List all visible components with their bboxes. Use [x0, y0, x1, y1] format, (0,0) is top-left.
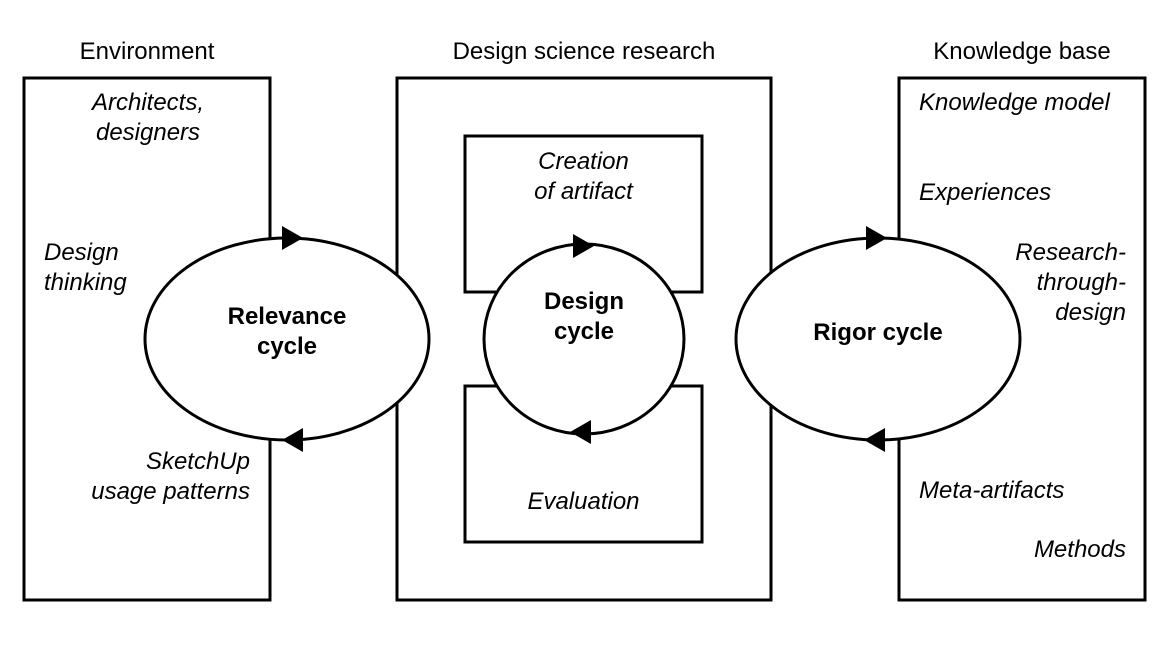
rigor-cycle-label: Rigor cycle	[813, 319, 943, 346]
design-top-arrow-icon	[573, 234, 594, 258]
knowledge-item-experiences: Experiences	[919, 179, 1052, 206]
knowledge-item-knowledge-model: Knowledge model	[919, 89, 1110, 116]
evaluation-label: Evaluation	[527, 488, 640, 515]
rigor-bottom-arrow-icon	[864, 428, 885, 452]
environment-item-sketchup: SketchUp usage patterns	[91, 448, 250, 505]
knowledge-header: Knowledge base	[933, 38, 1111, 65]
environment-item-architects: Architects, designers	[91, 89, 205, 146]
design-cycle-label: Design cycle	[543, 288, 624, 345]
environment-header: Environment	[79, 38, 215, 65]
research-header: Design science research	[452, 38, 716, 65]
knowledge-item-meta-artifacts: Meta-artifacts	[919, 477, 1065, 504]
knowledge-item-research-through-design: Research- through- design	[1015, 239, 1126, 326]
relevance-bottom-arrow-icon	[282, 428, 303, 452]
relevance-cycle-label: Relevance cycle	[227, 303, 347, 360]
creation-of-artifact-label: Creation of artifact	[534, 148, 633, 205]
relevance-top-arrow-icon	[282, 226, 303, 250]
knowledge-item-methods: Methods	[1033, 536, 1126, 563]
design-bottom-arrow-icon	[570, 420, 591, 444]
rigor-top-arrow-icon	[866, 226, 887, 250]
environment-item-design-thinking: Design thinking	[44, 239, 127, 296]
